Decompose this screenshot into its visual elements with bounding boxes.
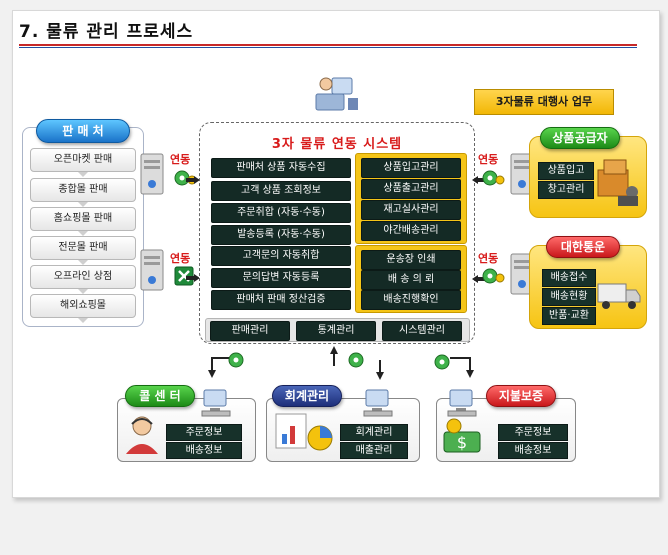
truck-icon [597, 283, 641, 309]
channel-item: 해외쇼핑몰 [30, 294, 136, 323]
gear-icon [482, 170, 505, 186]
courier-item: 배송접수 [542, 269, 596, 287]
shipping-function-item: 배송진행확인 [361, 290, 461, 310]
system-function-item: 발송등록 (자동·수동) [211, 225, 351, 245]
link-label: 연동 [478, 252, 499, 265]
supplier-item: 창고관리 [538, 181, 594, 199]
system-function-item: 문의답변 자동등록 [211, 268, 351, 288]
management-item: 시스템관리 [382, 321, 462, 341]
system-function-item: 고객문의 자동취합 [211, 246, 351, 266]
accounting-header: 회계관리 [272, 385, 342, 407]
title-rule-blue [19, 47, 637, 48]
warehouse-function-item: 야간배송관리 [361, 221, 461, 241]
callcenter-item: 주문정보 [166, 424, 242, 441]
vendor-task-label: 3자물류 대행사 업무 [474, 89, 614, 115]
system-function-item: 주문취합 (자동·수동) [211, 203, 351, 223]
title-rule-red [19, 44, 637, 46]
server-icon [140, 249, 164, 291]
management-item: 판매관리 [210, 321, 290, 341]
system-function-item: 고객 상품 조회정보 [211, 181, 351, 201]
warehouse-function-item: 재고실사관리 [361, 200, 461, 220]
link-label: 연동 [170, 153, 191, 166]
link-updown-arrow-icon [330, 346, 384, 380]
computer-icon [363, 389, 393, 417]
warehouse-function-item: 상품입고관리 [361, 158, 461, 178]
server-icon [510, 253, 534, 295]
management-item: 통계관리 [296, 321, 376, 341]
computer-icon [447, 389, 477, 417]
system-function-item: 판매처 판매 정산검증 [211, 290, 351, 310]
sales-channel-header: 판 매 처 [36, 119, 130, 143]
payment-guarantee-item: 주문정보 [498, 424, 568, 441]
link-down-arrow-icon [208, 352, 244, 378]
gear-icon [482, 268, 505, 284]
svg-text:$: $ [457, 433, 467, 452]
supplier-header: 상품공급자 [540, 127, 620, 149]
page-title: 7. 물류 관리 프로세스 [19, 22, 194, 42]
channel-item: 오픈마켓 판매 [30, 148, 136, 177]
shipping-function-item: 배 송 의 뢰 [361, 270, 461, 290]
money-icon: $ [443, 418, 481, 453]
supplier-item: 상품입고 [538, 162, 594, 180]
courier-item: 배송현황 [542, 288, 596, 306]
accounting-item: 회계관리 [340, 424, 408, 441]
report-chart-icon [275, 413, 333, 451]
operators-icon [315, 77, 358, 111]
payment-guarantee-header: 지불보증 [486, 385, 556, 407]
computer-icon [201, 389, 231, 417]
channel-item: 종합몰 판매 [30, 178, 136, 207]
logistics-system-title: 3자 물류 연동 시스템 [271, 137, 403, 152]
link-label: 연동 [170, 252, 191, 265]
callcenter-header: 콜 센 터 [125, 385, 195, 407]
server-icon [510, 153, 534, 195]
link-label: 연동 [478, 153, 499, 166]
arrow-right-icon [186, 274, 200, 282]
warehouse-function-item: 상품출고관리 [361, 179, 461, 199]
arrow-left-icon [472, 275, 486, 283]
callcenter-item: 배송정보 [166, 442, 242, 459]
channel-item: 홈쇼핑몰 판매 [30, 207, 136, 236]
accounting-item: 매출관리 [340, 442, 408, 459]
arrow-right-icon [186, 176, 200, 184]
channel-item: 전문몰 판매 [30, 236, 136, 265]
warehouse-icon [597, 159, 638, 206]
courier-header: 대한통운 [546, 236, 620, 258]
system-function-item: 판매처 상품 자동수집 [211, 158, 351, 178]
channel-item: 오프라인 상점 [30, 265, 136, 294]
operator-person-icon [126, 416, 158, 454]
server-icon [140, 153, 164, 195]
link-down-arrow-icon [434, 354, 474, 378]
payment-guarantee-item: 배송정보 [498, 442, 568, 459]
shipping-function-item: 운송장 인쇄 [361, 250, 461, 270]
courier-item: 반품·교환 [542, 307, 596, 325]
